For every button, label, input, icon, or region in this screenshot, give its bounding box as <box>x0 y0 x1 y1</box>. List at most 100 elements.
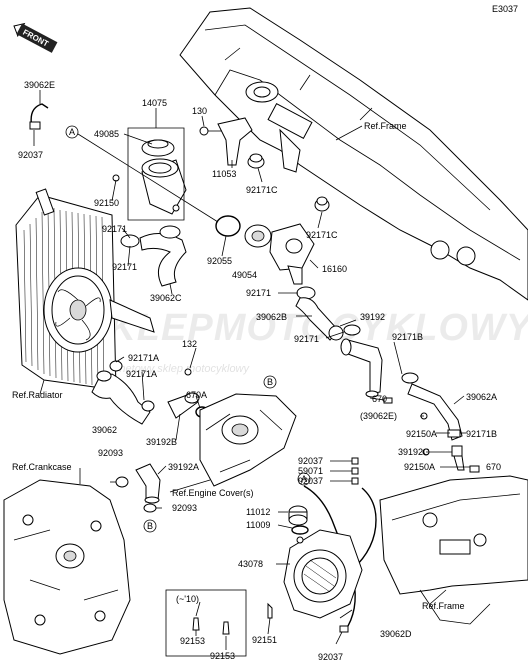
clamp-92171b-upper <box>401 372 419 384</box>
filler-neck-14075 <box>112 139 187 215</box>
label-92171a-lower: 92171A <box>126 369 157 379</box>
bolt-92151 <box>267 602 273 619</box>
pipe-39192 <box>340 338 383 398</box>
ref-radiator: Ref.Radiator <box>12 390 63 400</box>
label-49054: 49054 <box>232 270 257 280</box>
label-39192c: 39192C <box>398 447 430 457</box>
label-59071: 59071 <box>298 466 323 476</box>
label-11009: 11009 <box>246 520 270 530</box>
label-92171c-lower: 92171C <box>306 230 338 240</box>
label-92171c-upper: 92171C <box>246 185 278 195</box>
ref-frame-bottom: Ref.Frame <box>422 601 465 611</box>
clip-92037-bottom <box>339 625 349 633</box>
label-92150: 92150 <box>94 198 119 208</box>
hose-39062 <box>91 370 151 425</box>
ref-crankcase: Ref.Crankcase <box>12 462 72 472</box>
label-130: 130 <box>192 106 207 116</box>
label-92153-b: 92153 <box>210 651 235 661</box>
impeller-11012 <box>288 505 308 526</box>
callout-b-lower: B <box>143 519 157 533</box>
o-ring-92093-upper <box>115 476 129 488</box>
clamp-92171c-upper <box>247 153 265 169</box>
ref-frame-top: Ref.Frame <box>364 121 407 131</box>
clip-92037-top <box>29 121 41 130</box>
part-labels: 39062E 92037 14075 49085 130 11053 92171… <box>18 80 501 662</box>
thermostat-housing-16160 <box>269 223 315 285</box>
bolt-92153-a <box>192 617 200 631</box>
label-670-upper: 670 <box>372 394 387 404</box>
frame-bottom <box>379 475 528 625</box>
label-132: 132 <box>182 339 197 349</box>
label-43078: 43078 <box>238 559 263 569</box>
label-39192: 39192 <box>360 312 385 322</box>
label-92171a-upper: 92171A <box>128 353 159 363</box>
front-arrow-icon: FRONT <box>13 22 58 53</box>
label-92150a-upper: 92150A <box>406 429 437 439</box>
reference-labels: Ref.Frame Ref.Radiator Ref.Crankcase Ref… <box>12 121 465 611</box>
fitting-670-upper <box>383 397 393 404</box>
label-92037-bottom: 92037 <box>318 652 343 662</box>
label-11012: 11012 <box>246 507 270 517</box>
label-670a: 670A <box>186 390 207 400</box>
o-ring-92093-lower <box>143 503 157 513</box>
label-39062a: 39062A <box>466 392 497 402</box>
pipe-39192a <box>135 463 161 504</box>
label-92171-a: 92171 <box>102 224 127 234</box>
o-ring-92055 <box>215 215 241 237</box>
label-670-lower: 670 <box>486 462 501 472</box>
label-92171b-upper: 92171B <box>392 332 423 342</box>
label-39192b: 39192B <box>146 437 177 447</box>
clamp-92171-c <box>296 286 316 300</box>
group-frame-14075 <box>127 127 185 221</box>
fitting-670-lower <box>469 465 480 473</box>
label-39062e-top: 39062E <box>24 80 55 90</box>
label-note-10: (~'10) <box>176 594 199 604</box>
label-92151: 92151 <box>252 635 277 645</box>
label-39062: 39062 <box>92 425 117 435</box>
label-16160: 16160 <box>322 264 347 274</box>
leader-lines <box>33 90 470 650</box>
label-92171-b: 92171 <box>112 262 137 272</box>
water-pump-43078 <box>283 529 363 619</box>
hose-39062b <box>295 297 344 341</box>
engine-cover <box>199 393 297 487</box>
label-92150a-lower: 92150A <box>404 462 435 472</box>
clamp-92171-d <box>343 324 361 336</box>
label-92093-upper: 92093 <box>98 448 123 458</box>
label-92037-top: 92037 <box>18 150 43 160</box>
label-92171-d: 92171 <box>294 334 319 344</box>
label-92055: 92055 <box>207 256 232 266</box>
label-92171-c: 92171 <box>246 288 271 298</box>
label-14075: 14075 <box>142 98 167 108</box>
note-box-10 <box>165 589 247 657</box>
callout-a-top: A <box>65 125 79 139</box>
hose-39062c <box>120 225 187 287</box>
crankcase <box>3 479 131 655</box>
bracket-11053 <box>199 117 253 166</box>
thermostat-49054 <box>244 224 272 248</box>
clamp-92171c-lower <box>314 196 330 212</box>
label-39062c: 39062C <box>150 293 182 303</box>
svg-text:B: B <box>147 521 153 531</box>
hose-39062a <box>407 383 463 441</box>
o-ring-11009 <box>291 525 309 535</box>
label-39062d: 39062D <box>380 629 412 639</box>
ref-engine-cover: Ref.Engine Cover(s) <box>172 488 254 498</box>
label-92093-lower: 92093 <box>172 503 197 513</box>
svg-text:A: A <box>69 127 75 137</box>
svg-text:A: A <box>301 474 307 484</box>
clamp-92171a-upper <box>109 360 123 372</box>
clips-92037-59071 <box>351 457 359 485</box>
label-92171b-lower: 92171B <box>466 429 497 439</box>
label-39192a: 39192A <box>168 462 199 472</box>
hose-39062d <box>351 487 377 571</box>
label-39062b: 39062B <box>256 312 287 322</box>
clamp-92171a-lower <box>141 400 155 412</box>
label-49085: 49085 <box>94 129 119 139</box>
label-11053: 11053 <box>212 169 236 179</box>
label-92153-a: 92153 <box>180 636 205 646</box>
bolt-132 <box>184 368 192 376</box>
label-92037-mid2: 92037 <box>298 476 323 486</box>
label-39062e-mid: (39062E) <box>360 411 397 421</box>
